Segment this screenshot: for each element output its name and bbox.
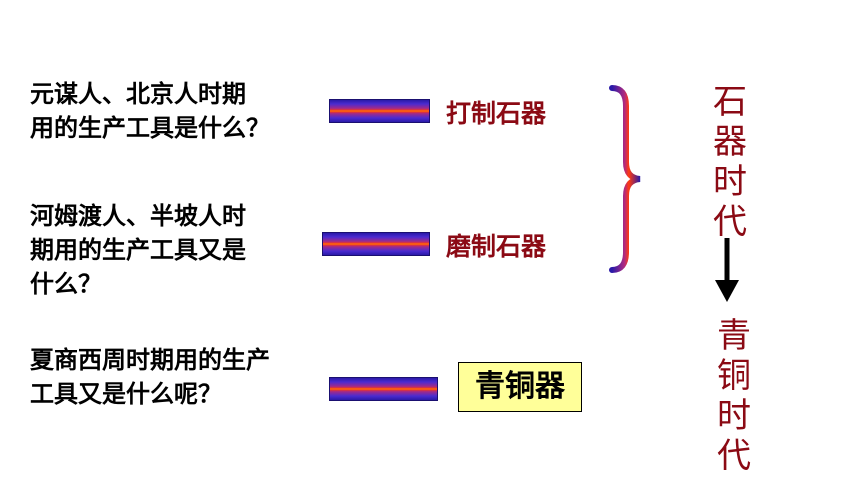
answer-polished-stone-tools: 磨制石器 (446, 232, 547, 261)
connector-bar-3 (329, 377, 438, 401)
era-stone-age: 石 器 时 代 (713, 82, 747, 242)
arrow-down-icon (715, 238, 739, 302)
answer-bronze-ware: 青铜器 (458, 362, 582, 412)
right-brace (609, 85, 641, 273)
question-neolithic: 河姆渡人、半坡人时 期用的生产工具又是 什么？ (30, 202, 246, 298)
connector-bar-2 (322, 232, 430, 256)
question-paleolithic: 元谋人、北京人时期 用的生产工具是什么？ (30, 80, 270, 142)
question-xia-shang-zhou: 夏商西周时期用的生产 工具又是什么呢？ (30, 346, 270, 408)
answer-chipped-stone-tools: 打制石器 (446, 99, 547, 128)
connector-bar-1 (329, 99, 430, 123)
era-bronze-age: 青 铜 时 代 (717, 316, 751, 476)
